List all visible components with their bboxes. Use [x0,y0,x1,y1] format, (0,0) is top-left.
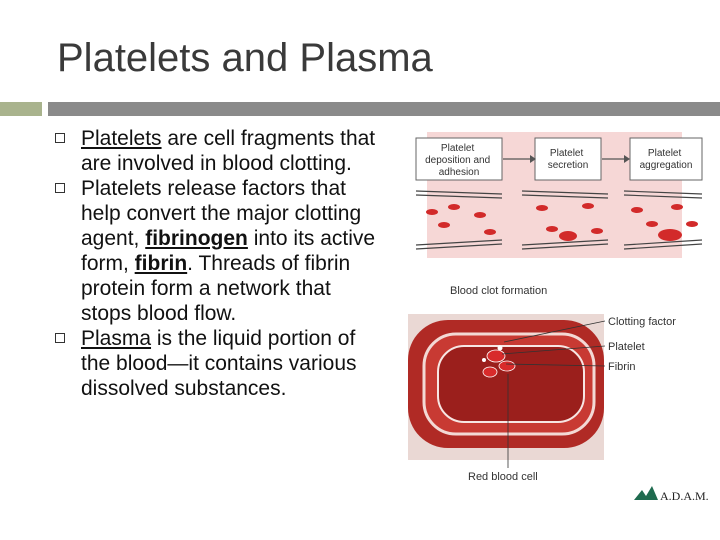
clot-mass [482,349,516,378]
bullet-text: is the liquid portion of the blood—it co… [81,327,357,400]
step3-line1: Platelet [648,148,682,159]
bullet-list: Platelets are cell fragments that are in… [55,126,385,401]
leader-fibrin [505,363,606,367]
slide-title: Platelets and Plasma [57,36,433,80]
label-fibrin: Fibrin [608,361,636,373]
vessel-wall-strips [415,190,703,250]
red-cells-strips [426,203,698,241]
blood-clot-illustration: Platelet deposition and adhesion Platele… [408,132,709,503]
adam-logo: A.D.A.M. [634,486,709,503]
bullet-square-icon [55,133,65,143]
step1-line3: adhesion [439,167,480,178]
svg-text:Platelet secretion: Platelet secretion [548,148,589,171]
bullet-release-factors: Platelets release factors that help conv… [55,176,385,326]
step-box-secretion [534,137,602,181]
bullet-plasma: Plasma is the liquid portion of the bloo… [55,326,385,401]
leader-platelet [501,345,606,355]
adam-figure-icon [634,486,658,500]
term-fibrinogen: fibrinogen [145,227,248,250]
label-clotting-factor: Clotting factor [608,316,676,328]
term-plasma: Plasma [81,327,152,350]
step1-line1: Platelet [441,143,475,154]
bullet-text: Platelets release factors that help conv… [81,177,362,250]
bullet-text: into its active form, [81,227,376,275]
bullet-text: . Threads of fibrin protein form a netwo… [81,252,351,325]
bullet-square-icon [55,333,65,343]
bullet-platelets: Platelets are cell fragments that are in… [55,126,385,176]
adam-credit: A.D.A.M. [660,489,709,503]
clot-title: Blood clot formation [450,285,547,297]
term-platelets: Platelets [81,127,162,150]
bullet-text: are cell fragments that are involved in … [81,127,376,175]
arrow-head-icon [530,155,536,163]
platelet-dot [482,358,486,362]
title-accent-rule [0,102,42,116]
step-box-aggregation [629,137,703,181]
arrow-head-icon [624,155,630,163]
term-fibrin: fibrin [134,252,188,275]
label-platelet: Platelet [608,341,645,353]
step3-line2: aggregation [640,160,693,171]
step2-line2: secretion [548,160,589,171]
label-red-blood-cell: Red blood cell [468,471,538,483]
step1-line2: deposition and [425,155,490,166]
title-rule [48,102,720,116]
leader-clotting-factor [503,320,606,343]
svg-text:Platelet aggregation: Platelet aggregation [640,148,693,171]
platelet-dot [497,345,503,351]
svg-text:Platelet deposition and: Platelet deposition and adhesion [425,143,493,178]
vessel-lumen [437,345,585,423]
bullet-square-icon [55,183,65,193]
step-box-deposition [415,137,503,181]
step2-line1: Platelet [550,148,584,159]
